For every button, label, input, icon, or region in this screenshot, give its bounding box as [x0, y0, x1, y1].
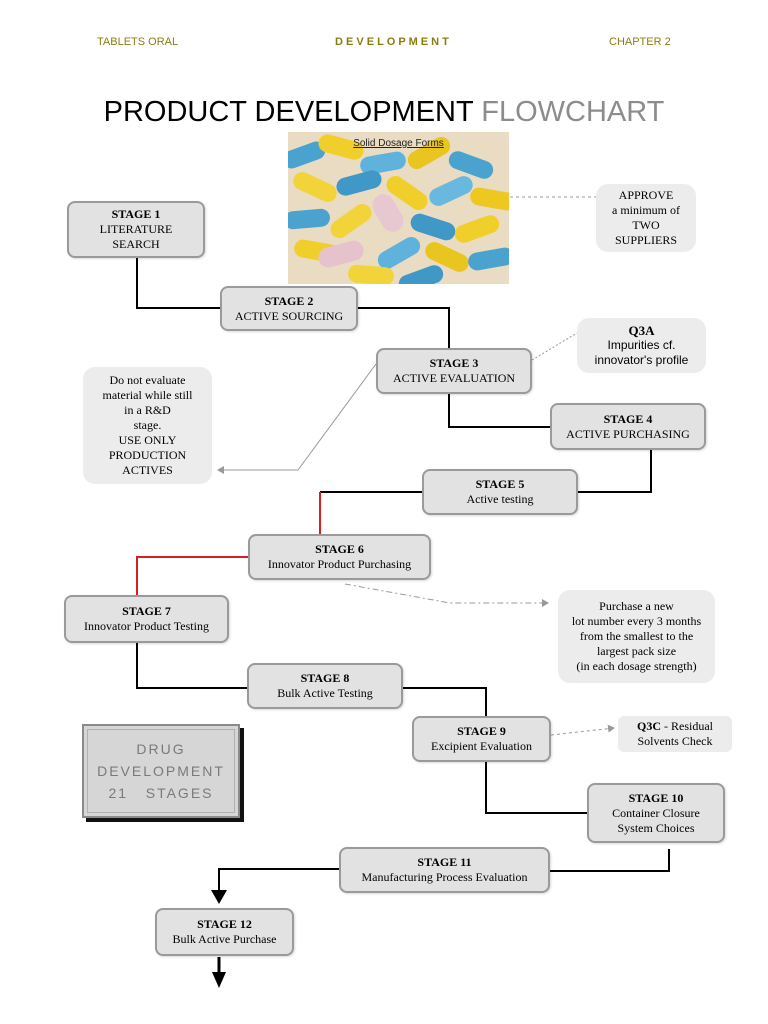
connector-2-3	[358, 307, 450, 348]
connector-7-8	[136, 643, 247, 689]
header-left: TABLETS ORAL	[97, 36, 179, 48]
connector-10-11	[549, 849, 670, 872]
stage-1-title: STAGE 1	[111, 207, 161, 221]
stage-5-title: STAGE 5	[475, 477, 525, 491]
drug-box-line-3: 21 STAGES	[108, 785, 214, 801]
connector-8-9	[403, 687, 487, 716]
stage-4-line-1: ACTIVE PURCHASING	[566, 426, 690, 441]
title-accent: FLOWCHART	[481, 96, 665, 128]
stage-2-line-1: ACTIVE SOURCING	[234, 308, 344, 323]
stage-8-title: STAGE 8	[300, 671, 350, 685]
dotted-q3a-link	[531, 332, 578, 361]
stage-1-line-1: LITERATURE	[99, 222, 173, 236]
stage-7-title: STAGE 7	[122, 604, 171, 618]
stage-9-line-1: Excipient Evaluation	[431, 739, 532, 753]
note-q3c-line-2: Solvents Check	[637, 734, 713, 748]
stage-12-title: STAGE 12	[197, 917, 252, 931]
stage-12-box: STAGE 12 Bulk Active Purchase	[155, 908, 294, 956]
note-q3c-rest: - Residual	[661, 719, 713, 733]
note-q3c-line-1: Q3C - Residual	[618, 719, 732, 734]
stage-6-title: STAGE 6	[315, 542, 364, 556]
stage-7-box: STAGE 7 Innovator Product Testing	[64, 595, 229, 643]
note-do-not-evaluate: Do not evaluate material while still in …	[83, 367, 212, 484]
stage-3-box: STAGE 3 ACTIVE EVALUATION	[376, 348, 532, 394]
photo-label: Solid Dosage Forms	[353, 138, 444, 149]
pills-image	[288, 132, 509, 284]
stage-11-box: STAGE 11 Manufacturing Process Evaluatio…	[339, 847, 550, 893]
stage-6-box: STAGE 6 Innovator Product Purchasing	[248, 534, 431, 580]
stage-11-line-1: Manufacturing Process Evaluation	[361, 870, 528, 884]
connector-9-10	[485, 762, 587, 814]
note-q3a-title: Q3A	[628, 323, 655, 338]
stage-11-title: STAGE 11	[417, 855, 472, 869]
stage-1-box: STAGE 1 LITERATURE SEARCH	[67, 201, 205, 258]
stage-3-line-1: ACTIVE EVALUATION	[392, 371, 516, 385]
note-do-not-pointer	[217, 363, 377, 474]
drug-development-box: DRUG DEVELOPMENT 21 STAGES	[82, 724, 240, 818]
connector-6-7-red	[136, 556, 248, 595]
stage-1-line-2: SEARCH	[112, 237, 160, 251]
stage-3-title: STAGE 3	[429, 356, 479, 370]
note-q3c-code: Q3C	[637, 719, 661, 733]
page-title: PRODUCT DEVELOPMENT FLOWCHART	[0, 96, 768, 129]
stage-8-box: STAGE 8 Bulk Active Testing	[247, 663, 403, 709]
header-right: CHAPTER 2	[609, 36, 671, 48]
stage-5-box: STAGE 5 Active testing	[422, 469, 578, 515]
connector-4-5	[578, 450, 652, 493]
note-q3a: Q3A Impurities cf. innovator's profile	[577, 318, 706, 373]
stage-4-title: STAGE 4	[603, 411, 653, 426]
stage-5-line-1: Active testing	[466, 492, 534, 506]
stage-2-title: STAGE 2	[264, 293, 314, 308]
connector-1-2	[136, 258, 220, 309]
header-center: D E V E L O P M E N T	[335, 36, 449, 48]
stage-9-box: STAGE 9 Excipient Evaluation	[412, 716, 551, 762]
note-approve-suppliers: APPROVE a minimum of TWO SUPPLIERS	[596, 184, 696, 252]
note-q3a-text: Impurities cf. innovator's profile	[594, 338, 689, 367]
note-q3c: Q3C - Residual Solvents Check	[618, 716, 732, 752]
stage-10-line-2: System Choices	[617, 820, 695, 835]
stage-6-line-1: Innovator Product Purchasing	[267, 557, 412, 571]
arrow-down-head	[212, 972, 226, 988]
drug-box-line-2: DEVELOPMENT	[97, 763, 225, 779]
note-purchase-lot: Purchase a new lot number every 3 months…	[558, 590, 715, 683]
drug-box-line-1: DRUG	[136, 741, 186, 757]
stage-7-line-1: Innovator Product Testing	[84, 619, 209, 633]
title-main: PRODUCT DEVELOPMENT	[103, 96, 482, 128]
stage-10-box: STAGE 10 Container Closure System Choice…	[587, 783, 725, 843]
stage-8-line-1: Bulk Active Testing	[277, 686, 373, 700]
stage-9-title: STAGE 9	[457, 724, 506, 738]
dotted-q3c-link	[550, 724, 615, 736]
stage-4-box: STAGE 4 ACTIVE PURCHASING	[550, 403, 706, 450]
stage-10-line-1: Container Closure	[612, 805, 700, 820]
stage-2-box: STAGE 2 ACTIVE SOURCING	[220, 286, 358, 331]
dashdot-purchase-link	[344, 583, 549, 607]
connector-11-12	[211, 868, 339, 904]
drug-box-inner-border	[87, 729, 235, 813]
stage-10-title: STAGE 10	[628, 790, 684, 805]
pills-photo: Solid Dosage Forms	[288, 132, 509, 284]
connector-3-4	[448, 394, 550, 428]
stage-12-line-1: Bulk Active Purchase	[172, 932, 277, 946]
